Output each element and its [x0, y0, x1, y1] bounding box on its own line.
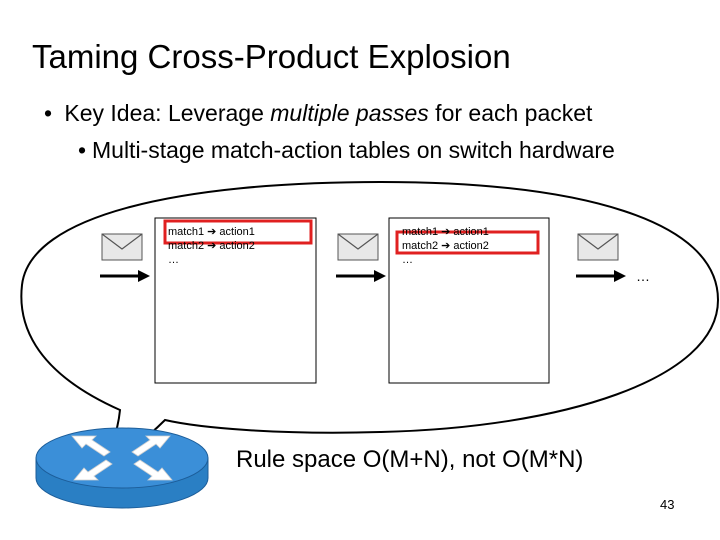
bullet-text-emphasis: multiple passes — [270, 100, 429, 126]
table-1-rules: match1 ➔ action1 match2 ➔ action2 … — [168, 225, 255, 267]
table-2-rules: match1 ➔ action1 match2 ➔ action2 … — [402, 225, 489, 267]
envelope-icon — [101, 233, 143, 261]
highlight-box-1 — [163, 219, 313, 245]
arrow-right-icon — [336, 270, 386, 282]
table-row: … — [402, 254, 413, 266]
page-number: 43 — [660, 497, 675, 512]
arrow-right-icon — [100, 270, 150, 282]
pipeline-continuation: … — [636, 268, 650, 284]
bullet-text-prefix: Key Idea: Leverage — [64, 100, 271, 126]
table-row: match2 ➔ action2 — [168, 240, 255, 252]
bullet-multi-stage: •Multi-stage match-action tables on swit… — [78, 137, 615, 164]
table-row: … — [168, 254, 179, 266]
highlight-box-2 — [395, 230, 540, 255]
table-row: match2 ➔ action2 — [402, 240, 489, 252]
bullet-text: Multi-stage match-action tables on switc… — [92, 137, 615, 163]
envelope-icon — [337, 233, 379, 261]
envelope-icon — [577, 233, 619, 261]
match-action-table-2 — [388, 217, 550, 384]
router-icon — [35, 427, 209, 509]
bullet-marker: • — [78, 137, 87, 163]
table-row: match1 ➔ action1 — [168, 226, 255, 238]
slide-title: Taming Cross-Product Explosion — [32, 38, 511, 75]
speech-bubble — [20, 180, 720, 469]
bullet-key-idea: • Key Idea: Leverage multiple passes for… — [44, 100, 592, 127]
arrow-right-icon — [576, 270, 626, 282]
match-action-table-1 — [154, 217, 317, 384]
rule-space-caption: Rule space O(M+N), not O(M*N) — [236, 446, 584, 473]
bullet-text-suffix: for each packet — [428, 100, 593, 126]
bullet-marker: • — [44, 100, 53, 126]
table-row: match1 ➔ action1 — [402, 226, 489, 238]
